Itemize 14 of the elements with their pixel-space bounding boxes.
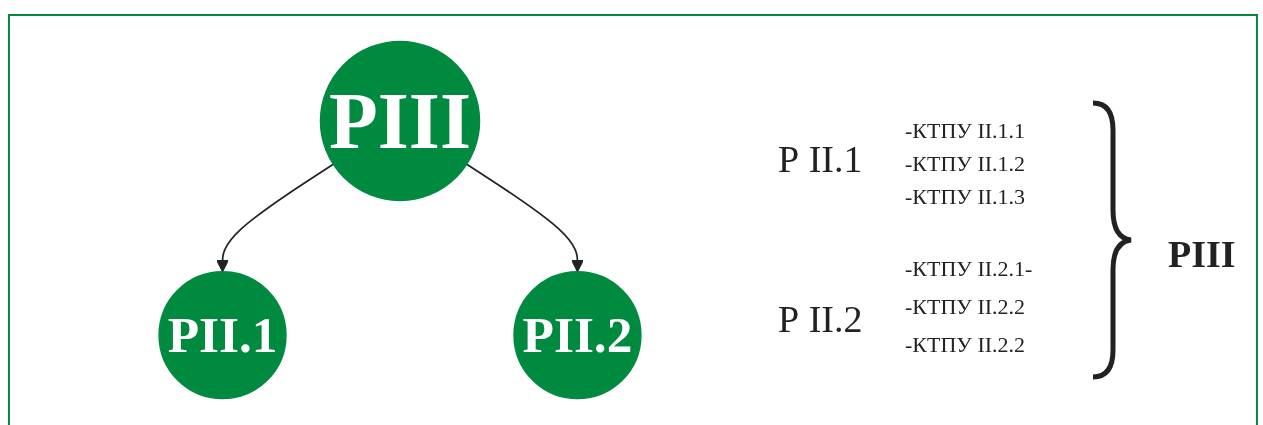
node-circle: РII.2 (513, 271, 642, 400)
node-circle: РII.1 (158, 271, 287, 400)
arrow (216, 163, 335, 273)
list-item: -КТПУ II.1.1 (905, 120, 1026, 142)
list-item: -КТПУ II.1.2 (905, 153, 1026, 175)
list-item: -КТПУ II.2.2 (905, 296, 1026, 318)
row-heading: Р II.1 (778, 140, 863, 178)
arrow (465, 163, 584, 273)
summary-label: РIII (1168, 235, 1236, 273)
list-item: -КТПУ II.2.1- (905, 258, 1033, 280)
list-item: -КТПУ II.1.3 (905, 186, 1026, 208)
row-heading: Р II.2 (778, 300, 863, 338)
node-circle: РIII (319, 40, 481, 202)
list-item: -КТПУ II.2.2 (905, 334, 1026, 356)
